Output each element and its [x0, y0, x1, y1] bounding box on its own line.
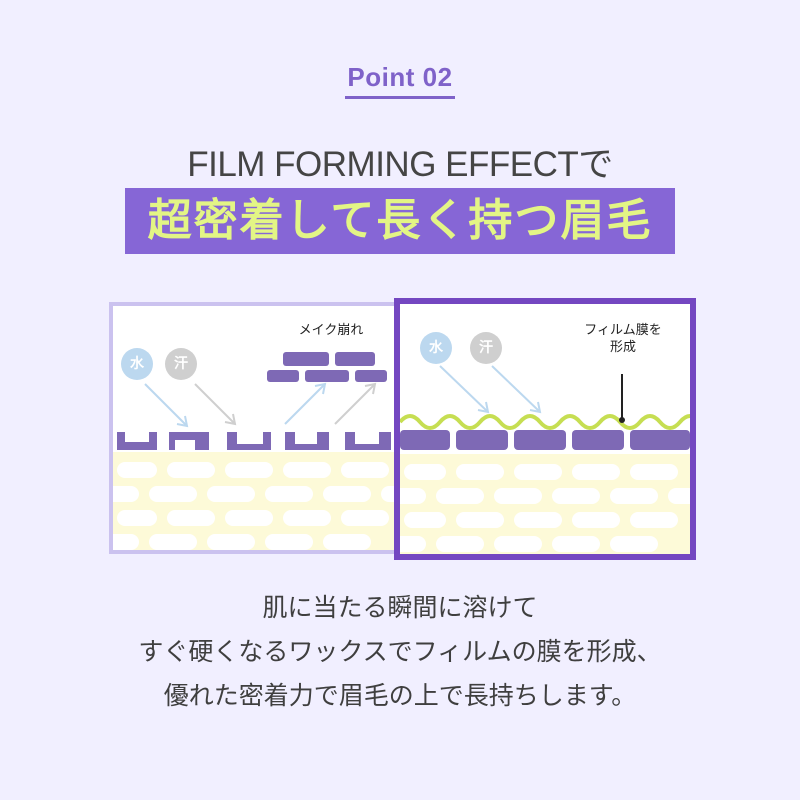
- makeup-layer-intact: [400, 430, 690, 450]
- description-line-1: 肌に当たる瞬間に溶けて: [262, 593, 538, 622]
- arrows-down: [144, 383, 237, 428]
- film-wave: [400, 414, 690, 430]
- film-forming-label-line2: 形成: [609, 340, 636, 355]
- sweat-icon: 汗: [470, 332, 502, 364]
- broken-makeup-pieces: [117, 352, 391, 450]
- left-panel-makeup-breakdown: メイク崩れ 水 汗: [109, 302, 399, 554]
- sweat-icon: 汗: [165, 348, 197, 380]
- arrows-up: [284, 382, 377, 425]
- film-forming-label: フィルム膜を 形成: [568, 322, 678, 356]
- makeup-breakdown-label: メイク崩れ: [298, 323, 364, 338]
- point-label-text: Point 02: [345, 62, 455, 99]
- headline-banner: 超密着して長く持つ眉毛: [125, 188, 675, 254]
- description-line-2: すぐ硬くなるワックスでフィルムの膜を形成、: [138, 637, 662, 666]
- water-icon: 水: [420, 332, 452, 364]
- description: 肌に当たる瞬間に溶けて すぐ硬くなるワックスでフィルムの膜を形成、 優れた密着力…: [0, 586, 800, 718]
- right-panel-illustration: [400, 365, 690, 554]
- skin-cells: [400, 464, 690, 552]
- subtitle: FILM FORMING EFFECTで: [187, 145, 613, 184]
- water-icon: 水: [121, 348, 153, 380]
- arrows-down: [439, 365, 542, 414]
- skin-cells: [113, 462, 395, 550]
- film-pointer-dot: [619, 417, 625, 423]
- film-forming-label-line1: フィルム膜を: [584, 323, 662, 338]
- right-panel-film-forming: フィルム膜を 形成 水 汗: [394, 298, 696, 560]
- description-line-3: 優れた密着力で眉毛の上で長持ちします。: [163, 681, 637, 710]
- left-panel-illustration: [113, 352, 395, 550]
- point-label: Point 02: [0, 62, 800, 99]
